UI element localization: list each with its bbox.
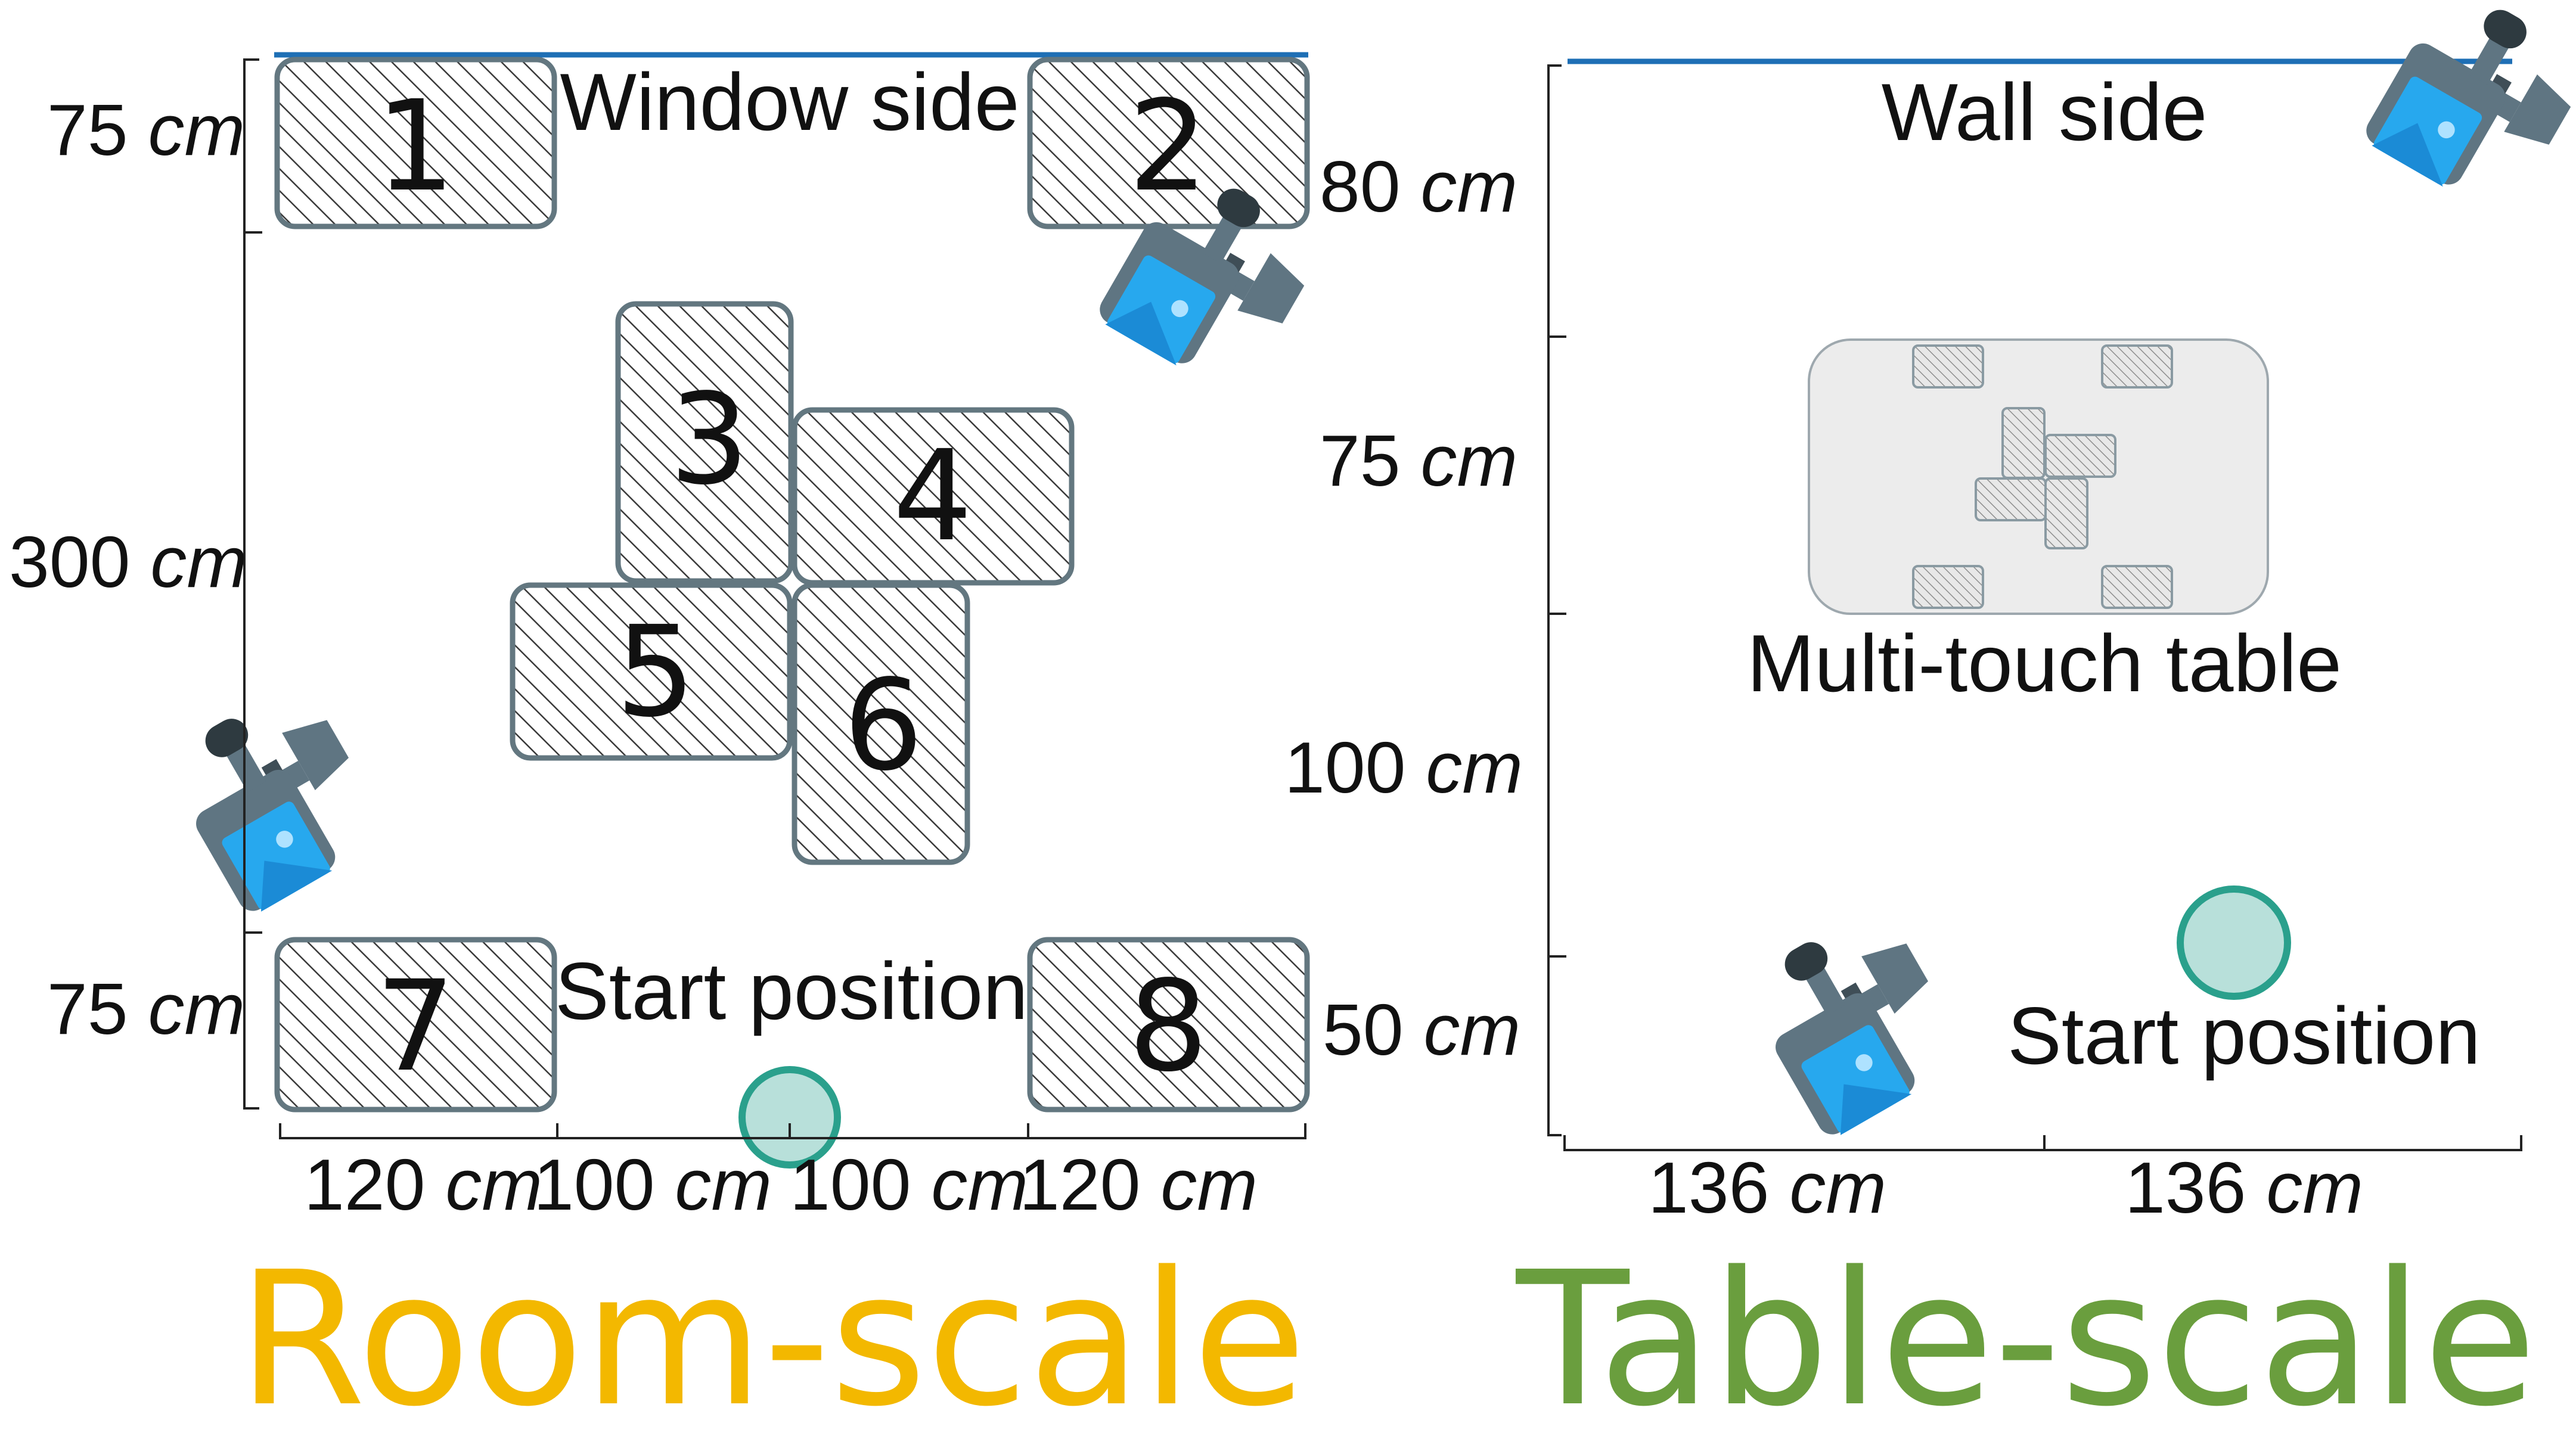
table-dim-left-1: 80 cm — [1320, 146, 1517, 227]
tile-3: 3 — [615, 301, 794, 584]
tile-5: 5 — [510, 582, 793, 761]
room-dim-top: 75 cm — [47, 89, 245, 170]
tile-7-number: 7 — [375, 953, 455, 1099]
wall-side-label: Wall side — [1882, 67, 2208, 157]
table-bottom-dimension — [1563, 1135, 2522, 1151]
room-dim-bottom-1: 120 cm — [304, 1144, 542, 1225]
room-start-position-marker — [738, 1066, 841, 1169]
table-start-position-marker — [2177, 885, 2291, 1000]
table-start-position-label: Start position — [2007, 990, 2481, 1081]
room-camera-left-icon — [156, 676, 394, 919]
room-dim-bottom-3: 100 cm — [790, 1144, 1028, 1225]
tile-6-number: 6 — [843, 652, 923, 798]
tile-5-number: 5 — [616, 599, 696, 745]
table-camera-top-right-icon — [2359, 0, 2576, 222]
table-camera-bottom-icon — [1736, 899, 1973, 1142]
tile-1-number: 1 — [375, 73, 455, 219]
multi-touch-table — [1808, 338, 2269, 615]
table-scale-title: Table-scale — [1513, 1232, 2537, 1447]
tile-8: 8 — [1027, 937, 1310, 1113]
window-side-label: Window side — [560, 57, 1020, 147]
tile-4-number: 4 — [893, 423, 973, 569]
tile-3-number: 3 — [669, 366, 749, 512]
tile-1: 1 — [274, 57, 557, 229]
room-scale-title: Room-scale — [237, 1232, 1306, 1447]
room-start-position-label: Start position — [555, 946, 1028, 1036]
table-scale-panel: Wall side Multi-touch table Start positi… — [1284, 0, 2576, 1447]
multi-touch-table-label: Multi-touch table — [1747, 618, 2342, 709]
table-left-dimension — [1547, 64, 1566, 1136]
table-dim-bottom-2: 136 cm — [2125, 1147, 2363, 1228]
table-dim-left-3: 100 cm — [1284, 727, 1523, 808]
table-dim-bottom-1: 136 cm — [1648, 1147, 1886, 1228]
table-dim-left-2: 75 cm — [1320, 420, 1517, 501]
room-left-dimension — [243, 58, 262, 1110]
room-dim-bottom: 75 cm — [47, 968, 245, 1049]
tile-7: 7 — [274, 937, 557, 1113]
table-dim-left-4: 50 cm — [1323, 989, 1520, 1070]
tile-2: 2 — [1027, 57, 1310, 229]
tile-8-number: 8 — [1128, 953, 1208, 1099]
room-dim-bottom-4: 120 cm — [1019, 1144, 1258, 1225]
tile-6: 6 — [792, 582, 970, 865]
room-bottom-dimension — [279, 1123, 1306, 1139]
room-dim-middle: 300 cm — [9, 521, 247, 602]
room-dim-bottom-2: 100 cm — [533, 1144, 772, 1225]
room-scale-panel: Window side 1 2 3 4 5 6 7 — [9, 52, 1330, 1447]
tile-4: 4 — [792, 407, 1075, 586]
tile-2-number: 2 — [1128, 73, 1208, 219]
